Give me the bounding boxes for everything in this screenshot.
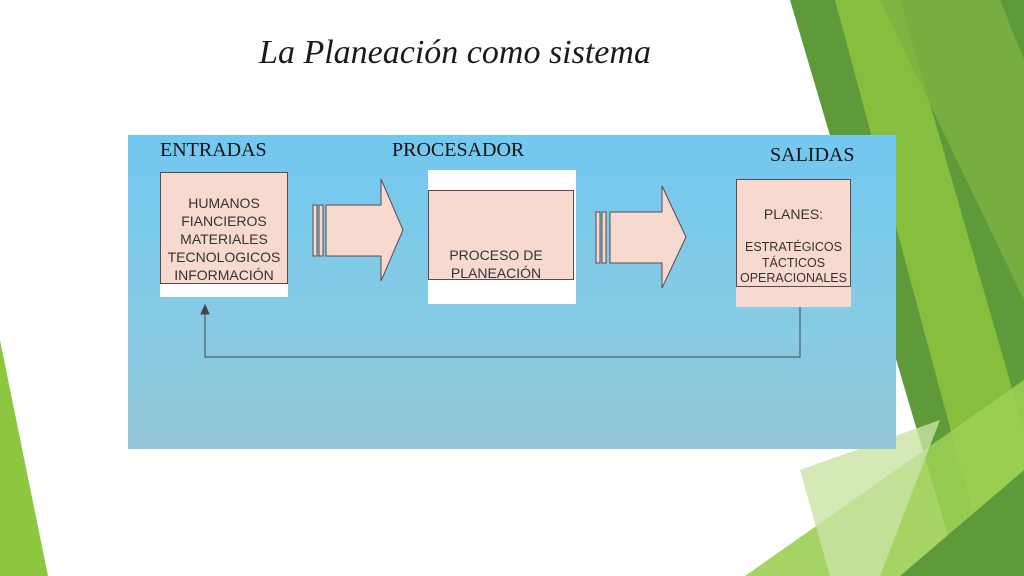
green-shape-bottom-dark (900, 470, 1024, 576)
outputs-heading: PLANES: (763, 206, 824, 222)
outputs-line-tacticos: TÁCTICOS (761, 255, 826, 270)
inputs-box (160, 172, 288, 284)
inputs-label: ENTRADAS (160, 139, 267, 161)
process-box-text: PROCESO DE PLANEACIÓN (436, 246, 556, 282)
slide-title: La Planeación como sistema (259, 34, 651, 71)
inputs-box-text: HUMANOS FIANCIEROS MATERIALES TECNOLOGIC… (160, 194, 288, 284)
inputs-line-humanos: HUMANOS (188, 195, 260, 211)
process-box (428, 190, 574, 280)
processor-label: PROCESADOR (392, 139, 525, 161)
green-shape-pale (800, 420, 940, 576)
outputs-line-estrategicos: ESTRATÉGICOS (744, 240, 842, 254)
process-line-2: PLANEACIÓN (450, 265, 542, 281)
outputs-box (736, 179, 851, 287)
outputs-box-text: ESTRATÉGICOS TÁCTICOS OPERACIONALES (736, 240, 851, 287)
inputs-line-informacion: INFORMACIÓN (174, 267, 274, 283)
outputs-box-underlay (736, 286, 851, 307)
process-line-1: PROCESO DE (449, 247, 543, 263)
inputs-box-underlay (160, 283, 288, 297)
outputs-line-operacionales: OPERACIONALES (740, 271, 847, 285)
outputs-label: SALIDAS (770, 144, 855, 166)
green-shape-left (0, 340, 48, 576)
inputs-line-tecnologicos: TECNOLOGICOS (167, 249, 281, 265)
green-shape-mid (880, 0, 1024, 300)
inputs-line-materiales: MATERIALES (180, 231, 268, 247)
inputs-line-financieros: FIANCIEROS (181, 213, 267, 229)
